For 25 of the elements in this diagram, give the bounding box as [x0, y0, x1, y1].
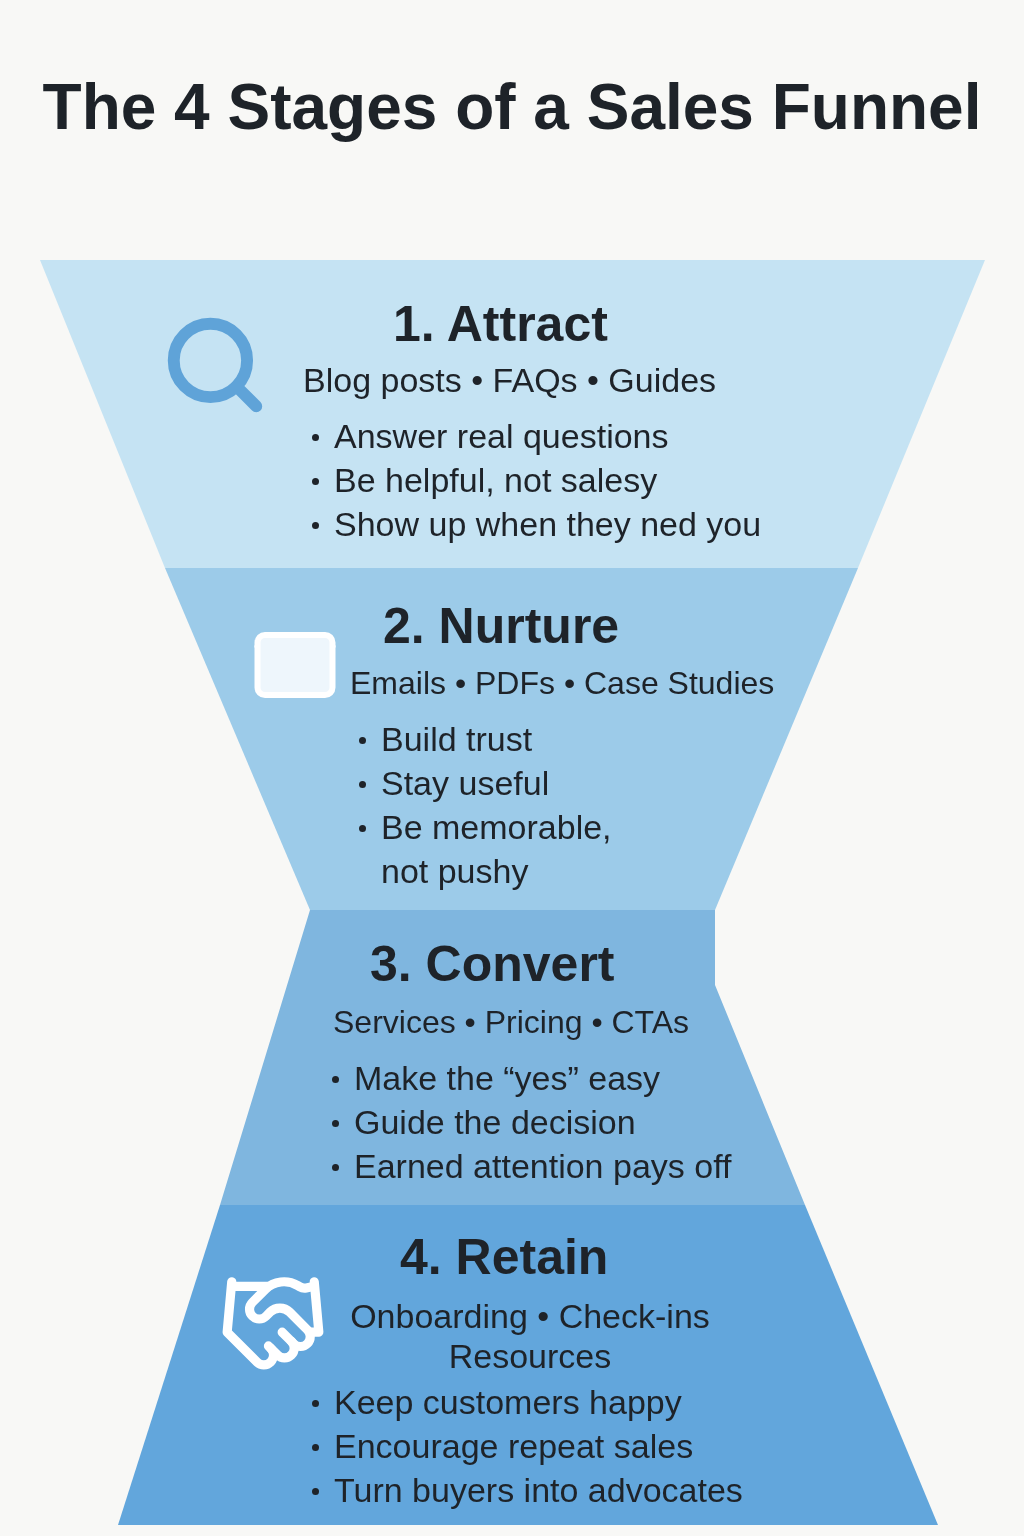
- stage-heading: 1. Attract: [393, 295, 608, 353]
- content-channels: Services • Pricing • CTAs: [333, 1003, 691, 1042]
- stage-heading: 3. Convert: [370, 935, 615, 993]
- bullet-item: Build trust: [355, 717, 645, 761]
- content-channels: Onboarding • Check-ins Resources: [349, 1296, 711, 1376]
- bullet-item: Show up when they ned you: [308, 502, 868, 546]
- content-channels: Blog posts • FAQs • Guides: [303, 360, 718, 400]
- funnel-stage: [118, 1205, 938, 1525]
- funnel-stage: [165, 568, 858, 910]
- bullet-item: Guide the decision: [328, 1100, 798, 1144]
- funnel-stage: [220, 910, 805, 1205]
- bullet-item: Make the “yes” easy: [328, 1056, 798, 1100]
- stage-heading: 4. Retain: [400, 1228, 609, 1286]
- bullet-item: Be helpful, not salesy: [308, 458, 868, 502]
- content-channels: Emails • PDFs • Case Studies: [350, 664, 776, 703]
- title: The 4 Stages of a Sales Funnel: [41, 70, 983, 145]
- bullet-item: Turn buyers into advocates: [308, 1468, 808, 1512]
- bullet-item: Earned attention pays off: [328, 1144, 798, 1188]
- bullet-item: Keep customers happy: [308, 1380, 808, 1424]
- bullet-item: Encourage repeat sales: [308, 1424, 808, 1468]
- bullet-item: Stay useful: [355, 761, 645, 805]
- bullet-item: Answer real questions: [308, 414, 868, 458]
- funnel-stage: [40, 260, 985, 568]
- stage-heading: 2. Nurture: [383, 597, 620, 655]
- bullet-item: Be memorable, not pushy: [355, 805, 645, 893]
